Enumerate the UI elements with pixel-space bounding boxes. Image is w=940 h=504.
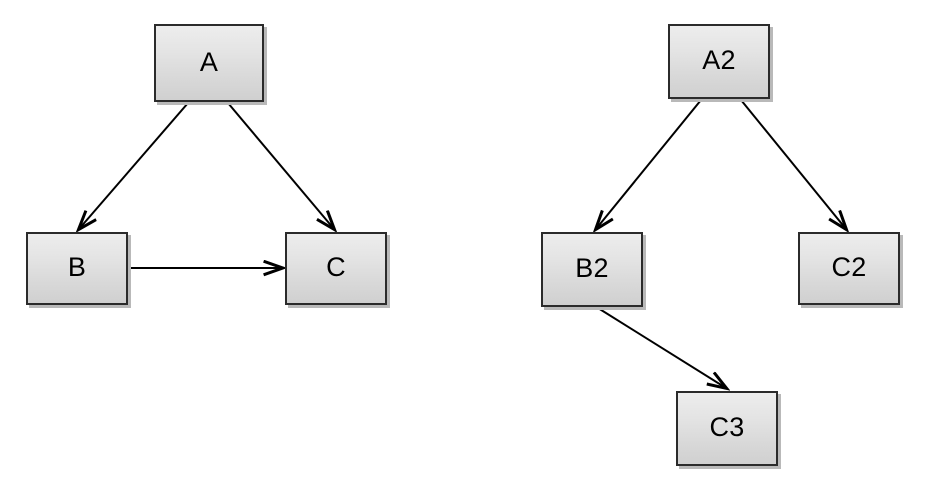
edge-b2-to-c3[interactable] [597, 307, 726, 388]
node-label-b: B [67, 252, 87, 282]
node-label-c3: C3 [709, 412, 745, 442]
node-a[interactable]: A [154, 24, 264, 102]
node-label-c2: C2 [831, 252, 867, 282]
node-label-b2: B2 [575, 253, 609, 283]
node-label-a2: A2 [702, 45, 736, 75]
edges-group [79, 99, 846, 388]
edge-a2-to-b2[interactable] [596, 99, 702, 229]
node-c3[interactable]: C3 [676, 391, 778, 466]
node-b2[interactable]: B2 [541, 232, 643, 307]
node-c[interactable]: C [285, 232, 387, 305]
node-a2[interactable]: A2 [668, 24, 770, 99]
node-b[interactable]: B [26, 232, 128, 305]
edge-a-to-c[interactable] [227, 102, 334, 229]
node-label-c: C [326, 252, 346, 282]
node-c2[interactable]: C2 [798, 232, 900, 305]
node-label-a: A [199, 46, 219, 77]
edge-a-to-b[interactable] [79, 102, 189, 229]
edge-a2-to-c2[interactable] [740, 99, 846, 229]
